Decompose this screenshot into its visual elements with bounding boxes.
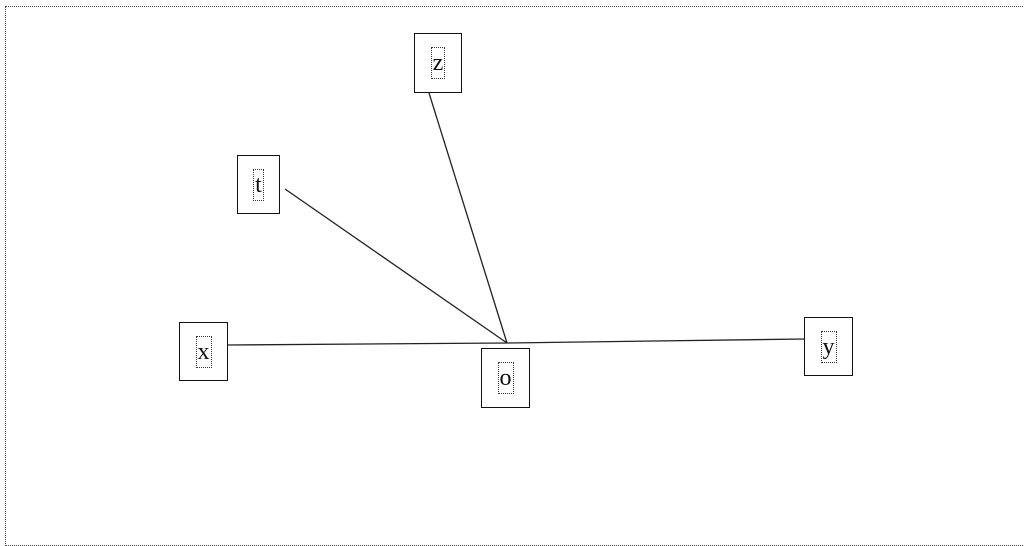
node-z-label: z	[430, 47, 446, 79]
node-z[interactable]: z	[414, 33, 462, 93]
diagram-canvas[interactable]	[5, 6, 1024, 546]
node-t-label: t	[253, 168, 264, 201]
node-y[interactable]: y	[804, 317, 853, 376]
node-o[interactable]: o	[481, 348, 530, 408]
node-t[interactable]: t	[237, 155, 280, 214]
node-o-label: o	[497, 362, 514, 394]
node-x[interactable]: x	[179, 322, 228, 381]
node-x-label: x	[195, 335, 212, 368]
node-y-label: y	[820, 330, 837, 363]
